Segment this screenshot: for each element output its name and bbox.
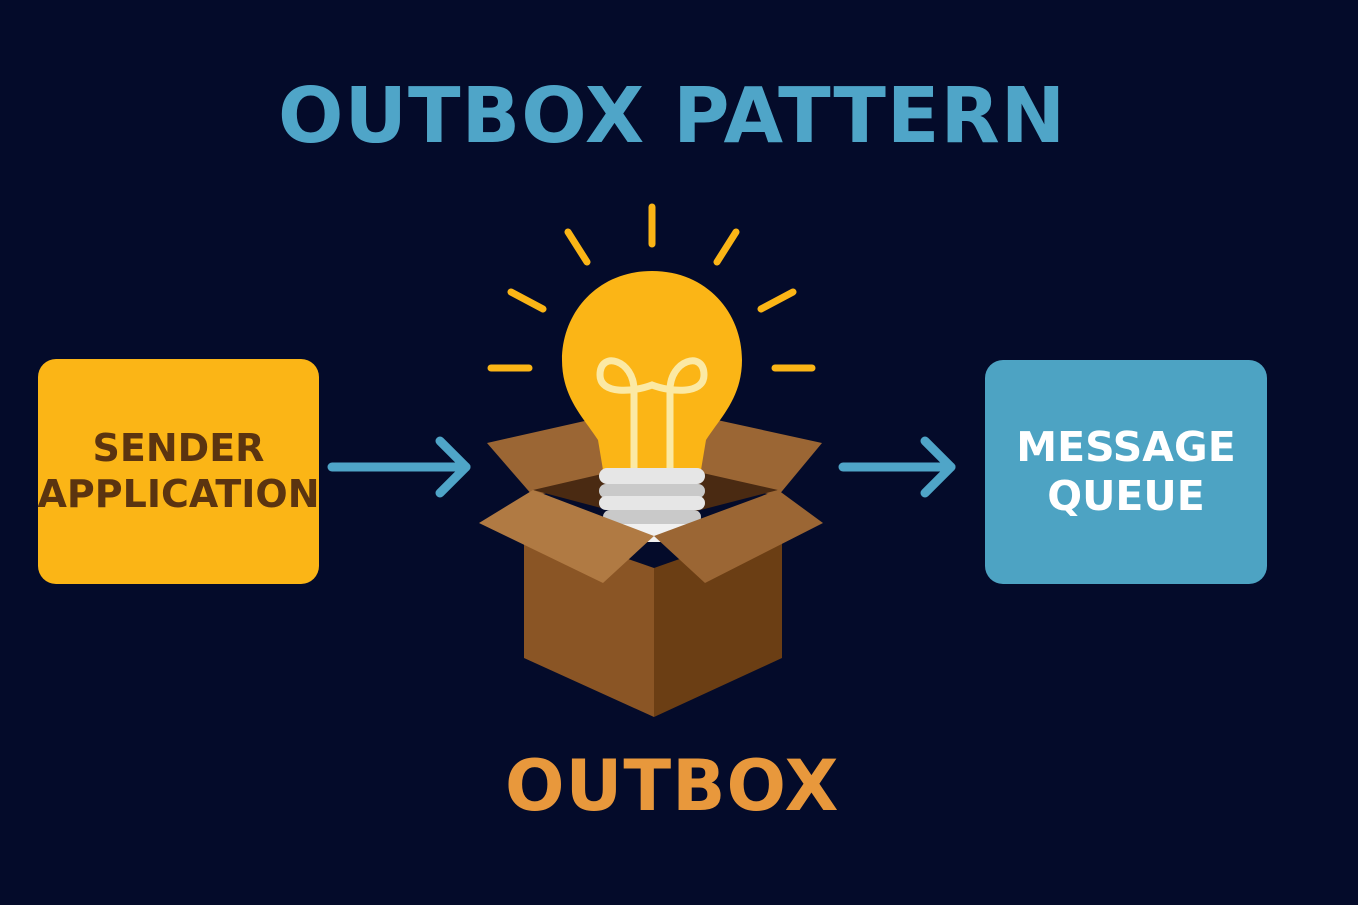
outbox-label: OUTBOX (505, 745, 840, 827)
arrow-right-icon (327, 436, 471, 498)
arrow-right-icon (838, 436, 956, 498)
diagram-title: OUTBOX PATTERN (278, 72, 1067, 161)
queue-label-line1: MESSAGE (1016, 422, 1236, 471)
sender-label-line1: SENDER (92, 425, 265, 470)
queue-label-line2: QUEUE (1047, 472, 1205, 520)
sender-label-line2: APPLICATION (37, 471, 320, 516)
message-queue-node: MESSAGE QUEUE (985, 360, 1267, 584)
lightbulb-in-box-icon (479, 203, 823, 717)
sender-application-node: SENDER APPLICATION (37, 359, 320, 584)
